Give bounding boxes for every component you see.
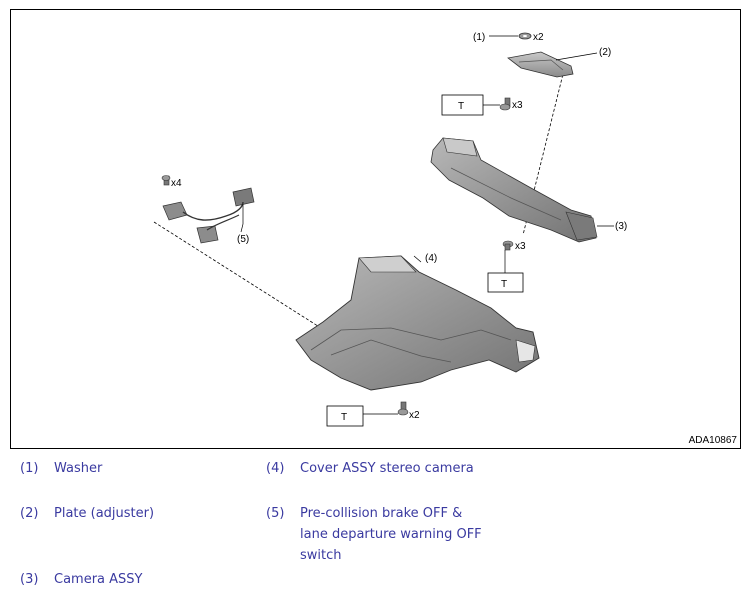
callout-3: (3)	[615, 221, 627, 232]
washer-part	[489, 32, 532, 40]
torque-box-camera	[487, 272, 524, 293]
qty-washer: x2	[533, 32, 544, 43]
legend-text: Plate (adjuster)	[54, 506, 155, 521]
legend-num: (4)	[266, 461, 285, 476]
qty-cover-bolt: x2	[409, 410, 420, 421]
qty-switch-screw: x4	[171, 178, 182, 189]
legend-num: (5)	[266, 506, 285, 521]
torque-box-cover	[326, 405, 364, 427]
diagram-drawing: (1) x2 (2) x3 T (3)	[153, 32, 627, 427]
legend-text: switch	[300, 548, 342, 563]
cover-bolt	[363, 401, 409, 416]
cover-assy-part	[295, 255, 540, 391]
callout-4: (4)	[425, 253, 437, 264]
plate-adjuster-part	[507, 51, 598, 78]
callout-5: (5)	[237, 234, 249, 245]
qty-plate-bolt: x3	[512, 100, 523, 111]
torque-label-camera: T	[501, 279, 507, 290]
switch-harness-part	[161, 175, 255, 244]
torque-box-plate	[441, 94, 484, 116]
legend-text: Cover ASSY stereo camera	[300, 461, 474, 476]
camera-bolt	[502, 240, 514, 273]
legend-num: (2)	[20, 506, 39, 521]
qty-camera-bolt: x3	[515, 241, 526, 252]
figure-id: ADA10867	[688, 435, 737, 446]
callout-1: (1)	[473, 32, 485, 43]
camera-assy-part	[430, 137, 614, 243]
plate-bolt	[483, 97, 511, 111]
torque-label-plate: T	[458, 101, 464, 112]
torque-label-cover: T	[341, 412, 347, 423]
legend-text: Washer	[54, 461, 103, 476]
exploded-diagram: (1) x2 (2) x3 T (3)	[10, 9, 741, 449]
legend-text: Camera ASSY	[54, 572, 143, 587]
callout-2: (2)	[599, 47, 611, 58]
legend-num: (3)	[20, 572, 39, 587]
legend-num: (1)	[20, 461, 39, 476]
legend-text: lane departure warning OFF	[300, 527, 482, 542]
legend-text: Pre-collision brake OFF &	[300, 506, 463, 521]
